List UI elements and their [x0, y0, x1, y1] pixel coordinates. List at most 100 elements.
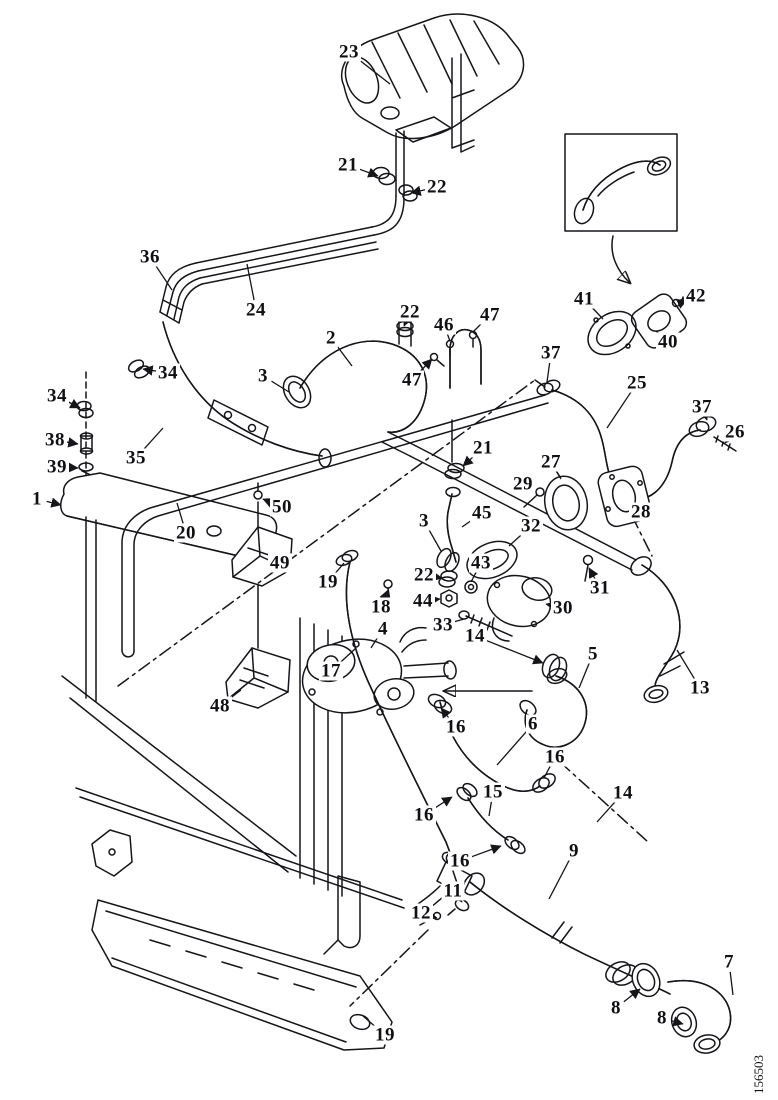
- pipe-bracket-35: [163, 322, 332, 468]
- leader-37-22: [698, 409, 709, 421]
- hose-15: [456, 782, 526, 855]
- inset-box: [564, 133, 678, 283]
- callout-35-15: 35: [124, 447, 148, 469]
- leader-22-6: [403, 314, 413, 327]
- leader-16-53: [469, 844, 502, 859]
- callout-22-6: 22: [398, 301, 422, 323]
- callout-37-20: 37: [539, 342, 563, 364]
- callout-27-29: 27: [539, 451, 563, 473]
- leader-1-16: [46, 497, 62, 508]
- callout-48-46: 48: [208, 695, 232, 717]
- callout-36-3: 36: [138, 246, 162, 268]
- callout-16-49: 16: [543, 746, 567, 768]
- callout-16-53: 16: [448, 850, 472, 872]
- callout-14-50: 14: [611, 782, 635, 804]
- leader-2-5: [336, 345, 353, 367]
- callout-43-35: 43: [469, 552, 493, 574]
- leader-16-47: [440, 707, 452, 720]
- callout-25-21: 25: [625, 372, 649, 394]
- callout-11-55: 11: [441, 880, 465, 902]
- callout-29-30: 29: [511, 473, 535, 495]
- leader-5-41: [578, 662, 590, 689]
- twin-pipes-36-24: [127, 226, 379, 379]
- leader-36-3: [155, 264, 173, 291]
- leader-15-52: [488, 801, 492, 817]
- callout-49-19: 49: [268, 552, 292, 574]
- leader-34-11: [142, 365, 159, 376]
- callout-21-27: 21: [471, 437, 495, 459]
- callout-4-44: 4: [376, 618, 390, 640]
- leader-24-4: [246, 263, 255, 301]
- drawing-number: 156503: [751, 1055, 766, 1094]
- callout-30-38: 30: [551, 597, 575, 619]
- callout-42-25: 42: [684, 285, 708, 307]
- callout-6-48: 6: [526, 713, 540, 735]
- callout-8-60: 8: [609, 997, 623, 1019]
- inset-arrow: [611, 235, 630, 283]
- leader-3-33: [428, 529, 442, 552]
- leader-13-57: [676, 649, 696, 680]
- callout-12-56: 12: [409, 902, 433, 924]
- callout-46-7: 46: [432, 314, 456, 336]
- callout-3-10: 3: [256, 365, 270, 387]
- leader-8-61: [671, 1016, 684, 1027]
- tank-outlet-pipes: [371, 130, 418, 236]
- leader-4-44: [370, 637, 379, 649]
- callout-23-0: 23: [337, 41, 361, 63]
- callout-34-12: 34: [45, 385, 69, 407]
- leader-3-10: [271, 380, 290, 393]
- leader-38-13: [64, 437, 79, 448]
- callout-33-37: 33: [431, 614, 455, 636]
- callout-47-9: 47: [400, 369, 424, 391]
- callout-15-52: 15: [481, 781, 505, 803]
- callout-22-34: 22: [412, 564, 436, 586]
- callout-13-57: 13: [688, 677, 712, 699]
- callout-20-17: 20: [174, 522, 198, 544]
- leader-19-42: [333, 562, 345, 575]
- leader-7-59: [729, 971, 734, 996]
- callout-24-4: 24: [244, 299, 268, 321]
- leader-46-7: [446, 334, 451, 342]
- leader-14-40: [484, 639, 544, 665]
- callout-2-5: 2: [324, 327, 338, 349]
- leader-43-35: [470, 571, 477, 583]
- callout-41-24: 41: [572, 288, 596, 310]
- leader-27-29: [555, 470, 562, 480]
- leader-21-1: [357, 167, 379, 178]
- callout-31-39: 31: [588, 577, 612, 599]
- callout-50-18: 50: [270, 496, 294, 518]
- leader-25-21: [606, 390, 632, 429]
- hose-6: [427, 693, 556, 795]
- leader-16-49: [543, 765, 551, 779]
- callout-1-16: 1: [30, 488, 44, 510]
- callout-5-41: 5: [586, 643, 600, 665]
- leader-23-0: [356, 57, 391, 85]
- lower-support: [75, 787, 405, 1051]
- leader-18-43: [379, 589, 390, 601]
- callout-39-14: 39: [45, 456, 69, 478]
- callout-28-31: 28: [629, 501, 653, 523]
- callout-19-58: 19: [373, 1024, 397, 1046]
- leader-37-20: [546, 362, 551, 383]
- callout-16-47: 16: [444, 716, 468, 738]
- leader-31-39: [588, 567, 599, 580]
- leader-9-54: [548, 859, 570, 900]
- callout-38-13: 38: [43, 429, 67, 451]
- thermostat-parts: [466, 465, 652, 642]
- callout-7-59: 7: [722, 951, 736, 973]
- leader-8-60: [623, 988, 641, 1003]
- leader-14-50: [596, 800, 617, 823]
- callout-32-32: 32: [519, 515, 543, 537]
- hose-9: [459, 872, 670, 994]
- hose-5: [517, 667, 586, 747]
- overflow-45-hardware: [438, 419, 513, 637]
- callout-45-28: 45: [470, 502, 494, 524]
- callout-3-33: 3: [417, 510, 431, 532]
- callout-37-22: 37: [690, 396, 714, 418]
- callout-40-26: 40: [656, 331, 680, 353]
- callout-34-11: 34: [156, 362, 180, 384]
